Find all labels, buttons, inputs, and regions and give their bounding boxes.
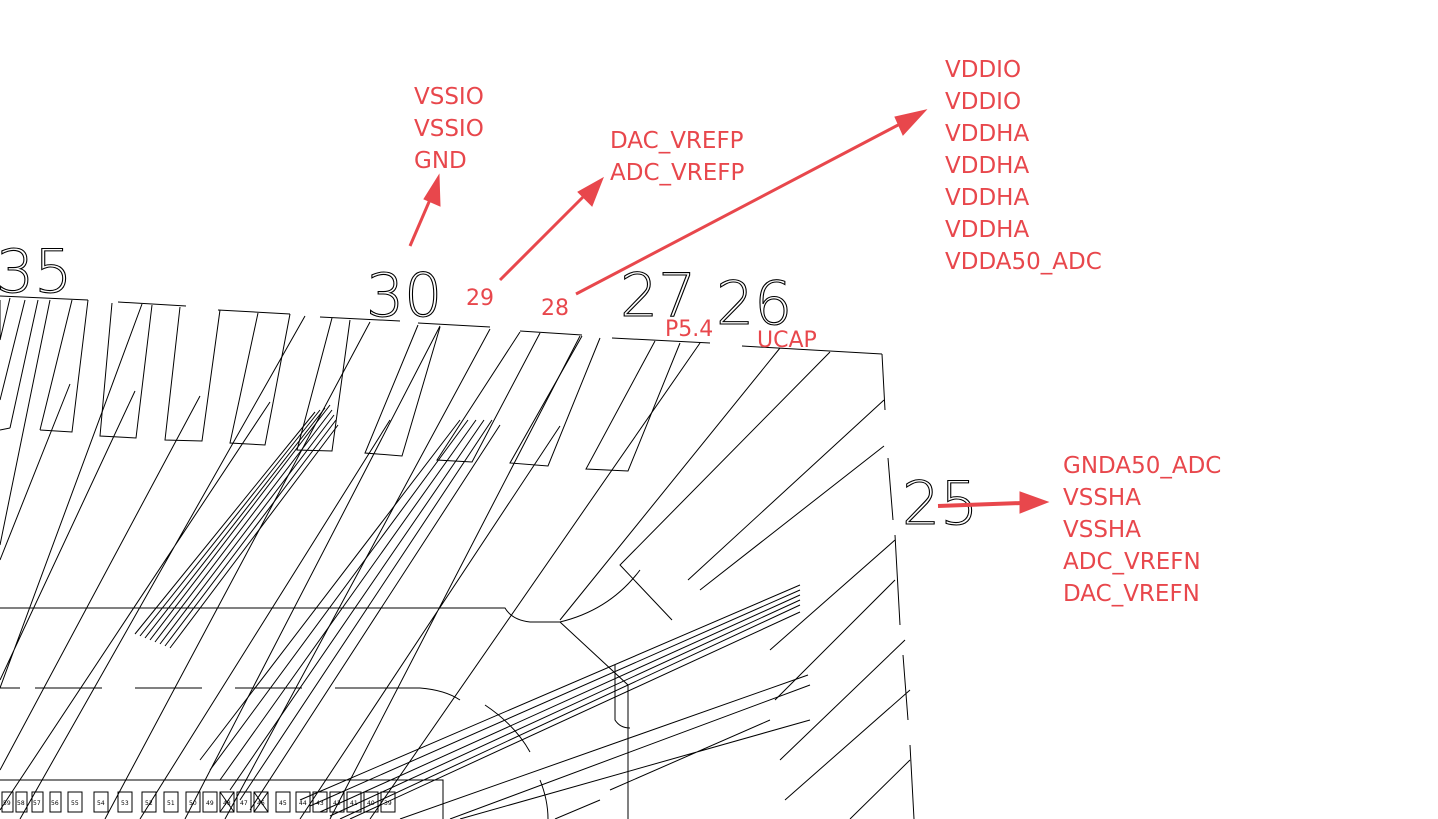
bottom-pad-label: 50 bbox=[189, 800, 197, 807]
arrow-to-vssio bbox=[408, 173, 441, 247]
bottom-pad-label: 48 bbox=[223, 800, 231, 807]
vdd-label-6: VDDHA bbox=[945, 217, 1029, 243]
bottom-pad-label: 45 bbox=[279, 800, 287, 807]
vrefp-label-2: ADC_VREFP bbox=[610, 160, 744, 186]
bottom-pad-label: 53 bbox=[121, 800, 129, 807]
bottom-pad-label: 54 bbox=[97, 800, 105, 807]
gnda-label-2: VSSHA bbox=[1063, 485, 1141, 511]
pin-number-35: 35 bbox=[0, 237, 72, 307]
fanout-traces bbox=[0, 299, 911, 819]
vssio-label-2: VSSIO bbox=[414, 116, 484, 142]
bottom-pad-label: 41 bbox=[350, 800, 358, 807]
horizontal-bus bbox=[0, 569, 641, 623]
bottom-pad-label: 51 bbox=[167, 800, 175, 807]
bottom-pad-label: 47 bbox=[240, 800, 248, 807]
pin-number-30: 30 bbox=[366, 261, 442, 331]
vrefp-label-1: DAC_VREFP bbox=[610, 128, 744, 154]
lower-bus bbox=[0, 687, 461, 701]
bottom-pad-label: 52 bbox=[145, 800, 153, 807]
chip-right-edge bbox=[881, 353, 915, 819]
bottom-pad-label: 46 bbox=[257, 800, 265, 807]
pin-label-29: 29 bbox=[466, 286, 494, 311]
annotation-arrows bbox=[408, 109, 1050, 514]
bottom-pad-strip bbox=[0, 779, 444, 819]
gnda-group-labels: GNDA50_ADC VSSHA VSSHA ADC_VREFN DAC_VRE… bbox=[1063, 453, 1221, 607]
gnda-label-5: DAC_VREFN bbox=[1063, 581, 1200, 607]
vssio-label-3: GND bbox=[414, 148, 467, 174]
branch-traces bbox=[399, 665, 811, 819]
dense-trace-bundle-right bbox=[299, 584, 801, 819]
vdd-label-3: VDDHA bbox=[945, 121, 1029, 147]
bottom-pad-label: 56 bbox=[51, 800, 59, 807]
bottom-pad-label: 57 bbox=[33, 800, 41, 807]
dense-trace-bundle-mid bbox=[199, 419, 501, 811]
pin-label-ucap: UCAP bbox=[757, 328, 817, 353]
pin-number-27: 27 bbox=[620, 261, 696, 331]
vdd-label-4: VDDHA bbox=[945, 153, 1029, 179]
bottom-pad-label: 44 bbox=[299, 800, 307, 807]
pad-outlines bbox=[0, 297, 681, 472]
bottom-pads bbox=[1, 791, 396, 813]
pad-fanout-drawing bbox=[0, 295, 915, 819]
bottom-pad-label: 58 bbox=[17, 800, 25, 807]
vssio-label-1: VSSIO bbox=[414, 84, 484, 110]
pin-number-26: 26 bbox=[716, 269, 792, 339]
bottom-pad-label: 55 bbox=[71, 800, 79, 807]
arrow-to-vrefp bbox=[498, 176, 604, 282]
gnda-label-4: ADC_VREFN bbox=[1063, 549, 1201, 575]
vdd-group-labels: VDDIO VDDIO VDDHA VDDHA VDDHA VDDHA VDDA… bbox=[945, 57, 1102, 275]
vdd-label-5: VDDHA bbox=[945, 185, 1029, 211]
bottom-pad-label: 59 bbox=[3, 800, 11, 807]
vrefp-group-labels: DAC_VREFP ADC_VREFP bbox=[610, 128, 744, 186]
dense-trace-bundle-left bbox=[134, 404, 339, 649]
gnda-label-3: VSSHA bbox=[1063, 517, 1141, 543]
bottom-pad-label: 39 bbox=[384, 800, 392, 807]
arc-traces bbox=[484, 704, 549, 819]
vdd-label-1: VDDIO bbox=[945, 57, 1021, 83]
bottom-pad-label: 49 bbox=[206, 800, 214, 807]
arrow-to-vdd bbox=[575, 109, 928, 296]
bottom-pad-label: 42 bbox=[333, 800, 341, 807]
gnda-label-1: GNDA50_ADC bbox=[1063, 453, 1221, 479]
bottom-pad-label: 43 bbox=[316, 800, 324, 807]
vdd-label-2: VDDIO bbox=[945, 89, 1021, 115]
chip-top-edge bbox=[0, 295, 883, 355]
pin-label-p54: P5.4 bbox=[665, 317, 713, 342]
vssio-group-labels: VSSIO VSSIO GND bbox=[414, 84, 484, 174]
pin-label-28: 28 bbox=[541, 296, 569, 321]
bottom-pad-labels: 59 58 57 56 55 54 53 52 51 50 49 48 47 46 45 44 43 42 41 40… bbox=[3, 800, 392, 807]
bottom-pad-label: 40 bbox=[367, 800, 375, 807]
arrow-to-gnda bbox=[937, 491, 1050, 514]
vdd-label-7: VDDA50_ADC bbox=[945, 249, 1102, 275]
